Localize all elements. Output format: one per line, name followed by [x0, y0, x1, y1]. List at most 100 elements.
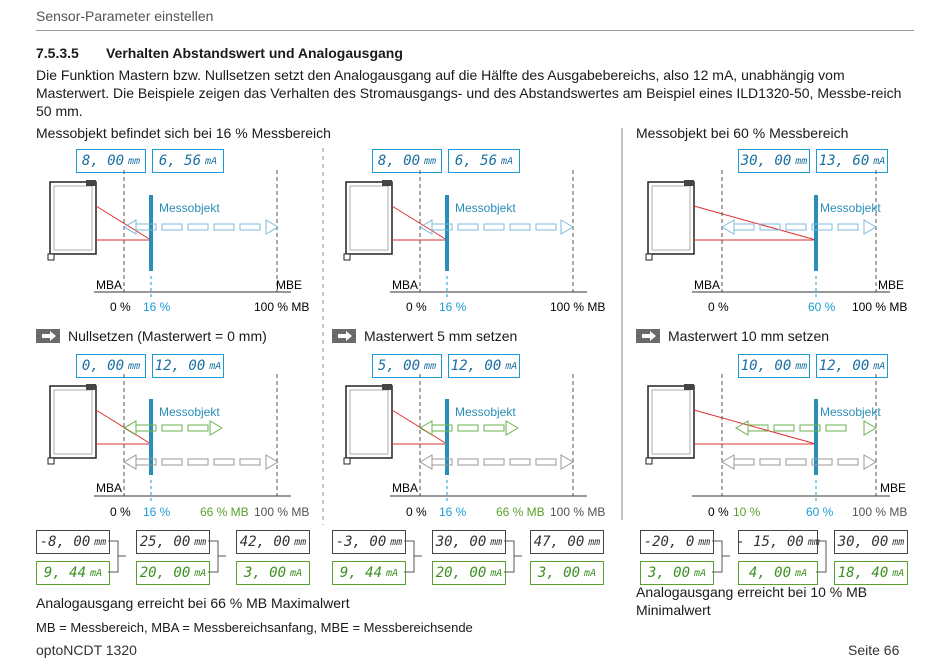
sensor-body — [684, 180, 694, 186]
target-object — [814, 195, 818, 271]
label-mbe: MBE — [276, 278, 302, 292]
sensor-body — [86, 180, 96, 186]
label-target: Messobjekt — [455, 201, 516, 215]
label-target: Messobjekt — [820, 405, 881, 419]
caption-left-top: Messobjekt befindet sich bei 16 % Messbe… — [36, 125, 331, 141]
sensor-body — [345, 181, 393, 255]
label-0: 0 % — [406, 505, 427, 519]
label-target: Messobjekt — [455, 405, 516, 419]
sensor-body — [86, 384, 96, 390]
laser-beam — [693, 205, 817, 241]
sensor-body — [53, 389, 93, 455]
laser-beam — [693, 409, 817, 445]
caption-left-bottom: Analogausgang erreicht bei 66 % MB Maxim… — [36, 595, 350, 611]
range-arrow — [721, 219, 877, 235]
caption-right-bottom-2: Minimalwert — [636, 602, 711, 618]
range-arrow — [123, 219, 279, 235]
sensor-connector — [645, 457, 653, 465]
label-mba: MBA — [96, 481, 122, 495]
label-100: 100 % MB — [550, 300, 605, 314]
sensor-body — [53, 185, 93, 251]
sensor-connector — [47, 457, 55, 465]
connector-lines — [108, 540, 827, 573]
label-0: 0 % — [110, 505, 131, 519]
sensor-connector — [47, 253, 55, 261]
range-arrow — [419, 454, 574, 470]
label-16: 16 % — [439, 300, 467, 314]
label-60: 60 % — [808, 300, 836, 314]
label-target: Messobjekt — [159, 405, 220, 419]
sensor-body — [647, 181, 695, 255]
label-100: 100 % MB — [254, 505, 309, 519]
range-arrow-green — [419, 420, 519, 436]
label-0: 0 % — [110, 300, 131, 314]
sensor-body — [345, 385, 393, 459]
label-16: 16 % — [143, 300, 171, 314]
sensor-body — [49, 385, 97, 459]
target-object — [445, 399, 449, 475]
page-header: Sensor-Parameter einstellen — [36, 8, 214, 24]
sensor-connector — [343, 253, 351, 261]
range-arrow — [721, 454, 877, 470]
label-16: 16 % — [143, 505, 171, 519]
sensor-connector — [645, 253, 653, 261]
range-arrow — [419, 219, 574, 235]
label-66: 66 % MB — [200, 505, 249, 519]
section-title: Verhalten Abstandswert und Analogausgang — [106, 45, 403, 61]
sensor-body — [651, 389, 691, 455]
footer-product: optoNCDT 1320 — [36, 642, 137, 658]
sensor-body — [349, 389, 389, 455]
label-100: 100 % MB — [550, 505, 605, 519]
sensor-body — [382, 384, 392, 390]
diagram-text: MBA MBE 0 % 16 % 100 % MB MBA 0 % 16 % 1… — [96, 201, 907, 519]
caption-step-null: Nullsetzen (Masterwert = 0 mm) — [68, 328, 267, 344]
label-mba: MBA — [96, 278, 122, 292]
arrow-right-icon — [36, 329, 60, 343]
label-66: 66 % MB — [496, 505, 545, 519]
label-100: 100 % MB — [852, 505, 907, 519]
target-object — [445, 195, 449, 271]
label-10: 10 % — [733, 505, 761, 519]
label-mba: MBA — [392, 278, 418, 292]
label-60: 60 % — [806, 505, 834, 519]
label-0: 0 % — [708, 300, 729, 314]
label-mbe: MBE — [880, 481, 906, 495]
footer-page: Seite 66 — [848, 642, 900, 658]
arrow-right-icon — [636, 329, 660, 343]
intro-paragraph: Die Funktion Mastern bzw. Nullsetzen set… — [36, 67, 902, 119]
caption-right-top: Messobjekt bei 60 % Messbereich — [636, 125, 849, 141]
label-16: 16 % — [439, 505, 467, 519]
caption-step-master10: Masterwert 10 mm setzen — [668, 328, 830, 344]
caption-right-bottom: Analogausgang erreicht bei 10 % MB — [636, 584, 868, 600]
legend-abbreviations: MB = Messbereich, MBA = Messbereichsanfa… — [36, 620, 473, 635]
sensor-body — [49, 181, 97, 255]
sensor-body — [349, 185, 389, 251]
range-arrow — [123, 454, 279, 470]
header-divider — [36, 30, 914, 31]
section-number: 7.5.3.5 — [36, 45, 79, 61]
arrow-right-icon — [332, 329, 356, 343]
